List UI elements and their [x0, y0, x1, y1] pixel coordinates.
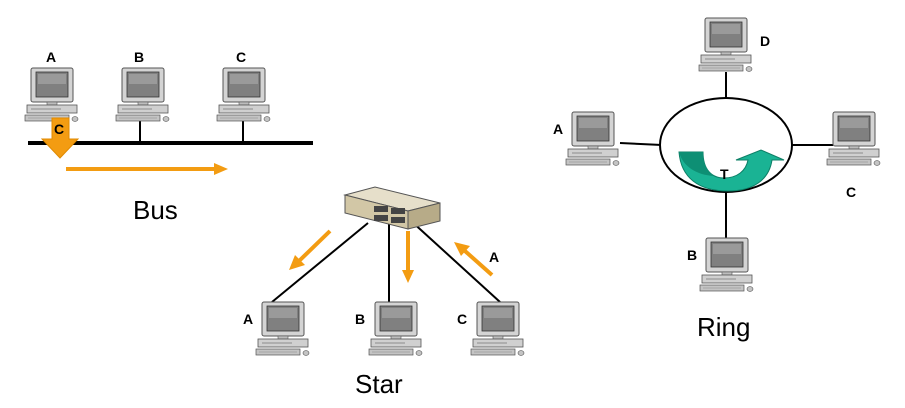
ring-title: Ring [697, 312, 750, 342]
star-title: Star [355, 369, 403, 399]
bus-title: Bus [133, 195, 178, 225]
ring-link-a [619, 142, 663, 146]
ring-node-label-d: D [760, 33, 770, 49]
ring-node-label-c: C [846, 184, 856, 200]
computer-icon [255, 301, 310, 356]
ring-topology: T D A C B Ring [553, 17, 881, 342]
star-node-label-b: B [355, 311, 365, 327]
down-arrow-icon [40, 117, 80, 159]
arrow-from-c-icon [454, 242, 494, 277]
ring-node-label-b: B [687, 247, 697, 263]
star-signal-label: A [489, 249, 499, 265]
star-topology: A B C A Star [243, 186, 525, 399]
computer-icon [216, 67, 271, 122]
computer-icon [470, 301, 525, 356]
ring-node-label-a: A [553, 121, 563, 137]
computer-icon [699, 237, 754, 292]
bus-node-label-a: A [46, 49, 56, 65]
bus-node-label-b: B [134, 49, 144, 65]
computer-icon [115, 67, 170, 122]
computer-icon [24, 67, 79, 122]
star-node-label-c: C [457, 311, 467, 327]
computer-icon [826, 111, 881, 166]
arrow-to-a-icon [289, 229, 332, 270]
star-link-a [271, 222, 369, 303]
computer-icon [565, 111, 620, 166]
arrow-to-b-icon [402, 231, 414, 283]
computer-icon [698, 17, 753, 72]
hub-icon [343, 186, 441, 230]
computer-icon [368, 301, 423, 356]
star-node-label-a: A [243, 311, 253, 327]
bus-signal-label: C [54, 121, 64, 137]
bus-node-label-c: C [236, 49, 246, 65]
bus-topology: A B C C Bus [24, 49, 313, 225]
token-arrow-icon [678, 149, 785, 192]
ring-token-label: T [720, 166, 729, 182]
star-link-c [409, 219, 501, 303]
